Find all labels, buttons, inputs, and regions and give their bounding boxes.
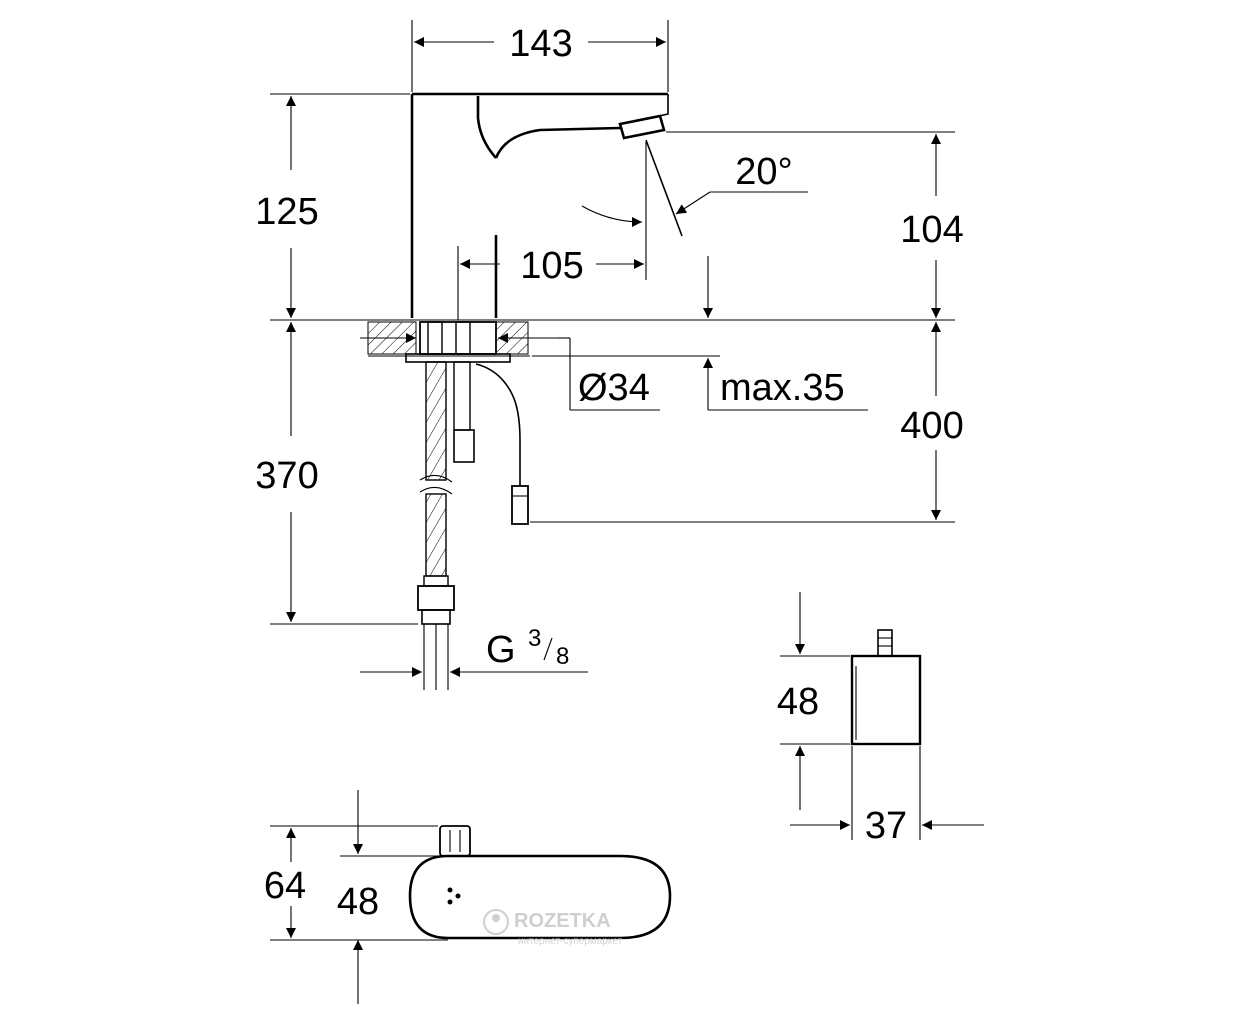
faucet-side-view: [410, 92, 683, 318]
label-thread-numerator: 3: [528, 625, 541, 652]
dim-cable-400: 400: [530, 322, 964, 523]
label-thread-denominator: 8: [556, 643, 569, 670]
watermark-brand: ROZETKA: [514, 910, 611, 932]
dim-angle-20: 20°: [581, 151, 808, 227]
dim-top-48: 48: [337, 790, 446, 1004]
dim-deck-max35: max.35: [532, 355, 868, 411]
dim-height-125: 125: [255, 93, 410, 318]
label-box-depth: 37: [865, 805, 907, 847]
label-faucet-height: 125: [255, 191, 318, 233]
label-box-height: 48: [777, 681, 819, 723]
label-deck-thickness: max.35: [720, 367, 845, 409]
dim-hole-34: Ø34: [360, 333, 660, 411]
dim-box-48: 48: [777, 592, 850, 810]
label-top-width: 48: [337, 881, 379, 923]
faucet-top-view: [408, 825, 672, 940]
dim-reach-105: 105: [457, 142, 647, 320]
rozetka-watermark: ROZETKA интернет-супермаркет: [483, 909, 623, 947]
label-faucet-width: 143: [509, 23, 572, 65]
label-spray-angle: 20°: [735, 151, 792, 193]
dim-width-143: 143: [411, 20, 669, 92]
watermark-tagline: интернет-супермаркет: [518, 936, 623, 947]
label-top-height: 64: [264, 865, 306, 907]
sensor-cable: [475, 363, 529, 525]
label-cable-length: 400: [900, 405, 963, 447]
label-hole-diameter: Ø34: [578, 367, 650, 409]
dim-top-64: 64: [264, 825, 448, 941]
label-spout-height: 104: [900, 209, 963, 251]
dim-hose-370: 370: [255, 322, 418, 625]
dim-spout-104: 104: [666, 131, 964, 318]
label-thread-prefix: G: [486, 629, 516, 671]
dim-thread: G 3 8: [360, 625, 588, 677]
dim-box-37: 37: [790, 746, 984, 847]
label-spout-reach: 105: [520, 245, 583, 287]
label-hose-length: 370: [255, 455, 318, 497]
supply-hose: [417, 361, 475, 690]
control-box: [850, 629, 922, 746]
